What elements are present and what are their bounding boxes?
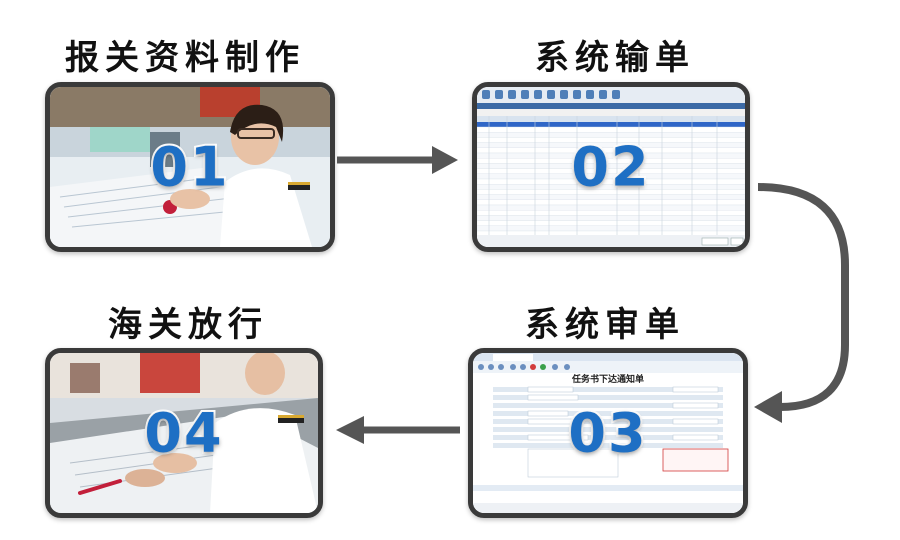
step-3-number: 03 bbox=[566, 400, 648, 467]
step-1-number: 01 bbox=[148, 134, 230, 201]
table-row bbox=[477, 220, 745, 227]
table-row bbox=[477, 204, 745, 211]
step-3-screenshot: 任务书下达通知单 03 bbox=[468, 348, 748, 518]
step-2-title: 系统输单 bbox=[535, 38, 695, 78]
table-row bbox=[477, 215, 745, 221]
form-heading: 任务书下达通知单 bbox=[571, 373, 644, 385]
step-3-title: 系统审单 bbox=[525, 305, 685, 345]
step-2-number: 02 bbox=[569, 134, 651, 201]
step-1-title: 报关资料制作 bbox=[65, 38, 305, 78]
data-entry-software bbox=[477, 87, 745, 247]
step-1-photo: 01 bbox=[45, 82, 335, 252]
arrow-curve-down-icon bbox=[754, 183, 849, 423]
customs-officer-photo bbox=[50, 87, 330, 247]
table-row bbox=[477, 126, 745, 133]
step-2-screenshot: 02 bbox=[472, 82, 750, 252]
review-software: 任务书下达通知单 bbox=[473, 353, 743, 513]
step-4-number: 04 bbox=[142, 400, 224, 467]
arrow-right-icon bbox=[337, 146, 458, 174]
table-row bbox=[477, 209, 745, 216]
table-row bbox=[477, 199, 745, 206]
customs-release-photo bbox=[50, 353, 318, 513]
step-4-title: 海关放行 bbox=[108, 305, 268, 345]
step-4-photo: 04 bbox=[45, 348, 323, 518]
table-row bbox=[477, 225, 745, 232]
arrow-left-icon bbox=[336, 416, 460, 444]
